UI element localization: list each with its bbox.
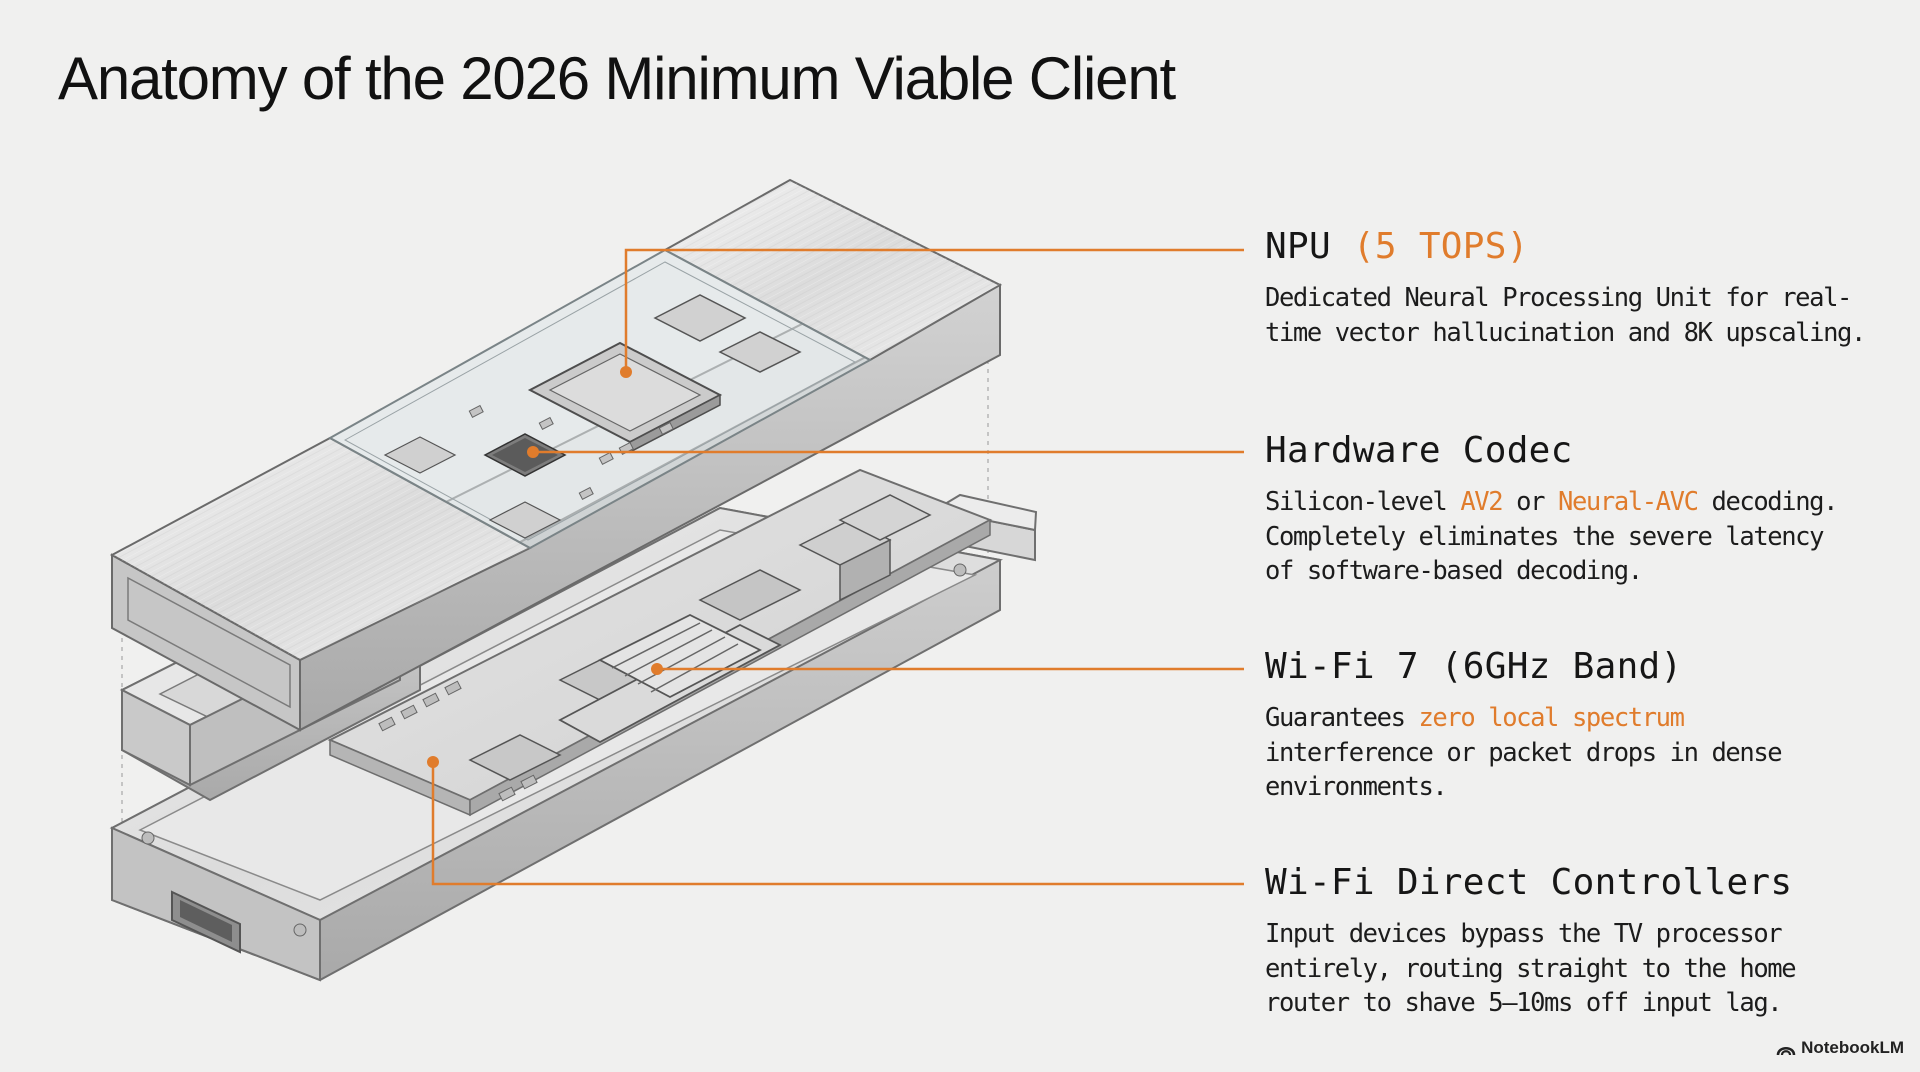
callout-wifi-direct-controllers: Wi-Fi Direct Controllers Input devices b… [1265,862,1895,1021]
brand-label: NotebookLM [1801,1038,1904,1057]
codec-line-1-mid: or [1502,487,1559,517]
wifi-line-3: environments. [1265,772,1448,802]
leader-direct [431,762,1244,886]
codec-accent-neural-avc: Neural-AVC [1558,487,1699,517]
codec-line-2: Completely eliminates the severe latency [1265,521,1824,552]
codec-chip [483,433,567,477]
callout-npu: NPU (5 TOPS) Dedicated Neural Processing… [1265,226,1895,350]
wifi-line-1-pre: Guarantees [1265,703,1419,733]
callout-npu-heading: NPU (5 TOPS) [1265,226,1895,267]
callout-wifi-heading: Wi-Fi 7 (6GHz Band) [1265,646,1683,687]
wifi-antenna-module [558,613,782,744]
notebooklm-logo-icon [1776,1046,1796,1056]
leader-lines [431,248,1244,886]
npu-line-1: Dedicated Neural Processing Unit for rea… [1265,283,1852,313]
callout-codec-description: Silicon-level AV2 or Neural-AVC decoding… [1265,485,1895,589]
codec-line-1-pre: Silicon-level [1265,487,1461,517]
notebooklm-brand: NotebookLM [1776,1038,1904,1058]
callout-direct-heading: Wi-Fi Direct Controllers [1265,862,1793,903]
leader-dots [427,366,663,768]
page-title: Anatomy of the 2026 Minimum Viable Clien… [58,45,1176,112]
callout-wifi-description: Guarantees zero local spectrum interferen… [1265,701,1895,805]
callout-wifi-7: Wi-Fi 7 (6GHz Band) Guarantees zero loca… [1265,646,1895,805]
callout-npu-description: Dedicated Neural Processing Unit for rea… [1265,281,1895,350]
npu-chip [527,341,723,454]
npu-line-2: time vector hallucination and 8K upscali… [1265,317,1866,348]
direct-line-2: entirely, routing straight to the home [1265,953,1797,984]
npu-heading-accent: (5 TOPS) [1352,226,1529,267]
direct-line-1: Input devices bypass the TV processor [1265,919,1783,949]
direct-line-3: router to shave 5–10ms off input lag. [1265,988,1783,1018]
wifi-accent: zero local spectrum [1418,703,1684,733]
codec-line-1-post: decoding. [1697,487,1838,517]
npu-heading-text: NPU [1265,226,1331,267]
codec-accent-av2: AV2 [1460,487,1503,517]
callout-codec-heading: Hardware Codec [1265,430,1573,471]
callout-hardware-codec: Hardware Codec Silicon-level AV2 or Neur… [1265,430,1895,589]
top-shell [109,178,1003,732]
wifi-line-2: interference or packet drops in dense [1265,737,1783,768]
callout-direct-description: Input devices bypass the TV processor ent… [1265,917,1895,1021]
codec-line-3: of software-based decoding. [1265,556,1643,586]
main-pcb [327,468,993,817]
leader-npu [624,248,1244,372]
